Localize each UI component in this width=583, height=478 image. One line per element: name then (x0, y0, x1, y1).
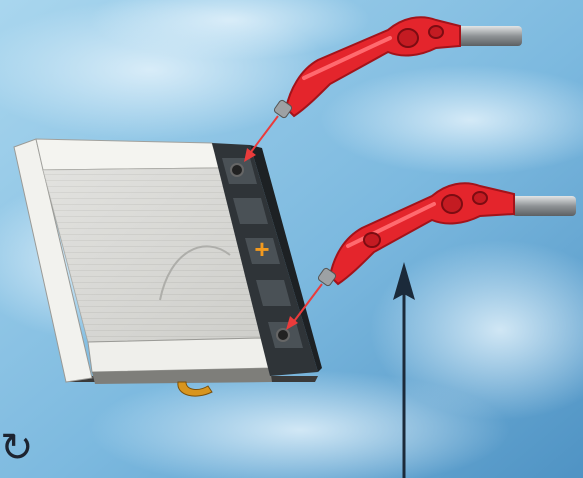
terminal-bottom (277, 329, 289, 341)
cable-bottom (512, 196, 576, 216)
terminal-positive-mark: + (254, 234, 269, 264)
cable-top (456, 26, 522, 46)
rotation-symbol-icon: ↻ (0, 428, 34, 468)
panel-top-frame (36, 139, 220, 170)
terminal-negative-top (231, 164, 243, 176)
panel-bottom-frame (88, 338, 270, 372)
